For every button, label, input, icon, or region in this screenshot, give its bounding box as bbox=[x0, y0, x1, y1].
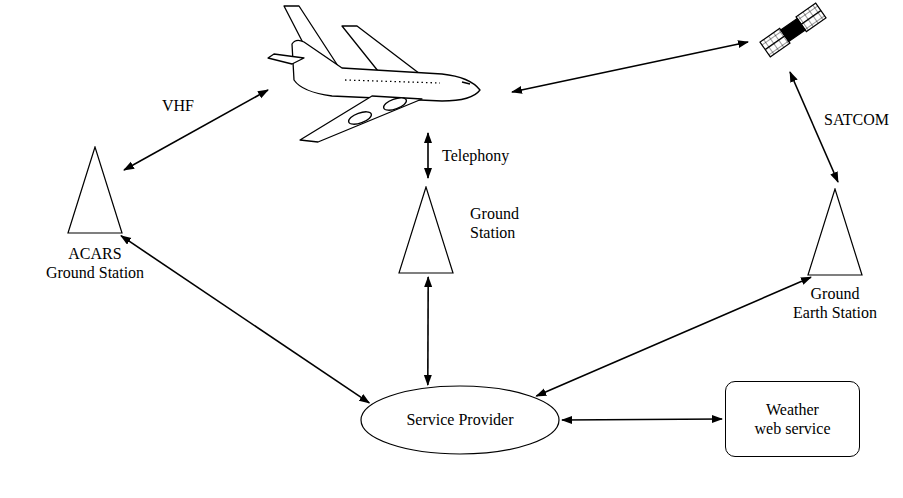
connector bbox=[427, 277, 429, 385]
node-text: Weather web service bbox=[753, 400, 833, 438]
ground-station-antenna: Ground Station bbox=[398, 186, 558, 274]
radio-link bbox=[124, 42, 838, 182]
link-label: SATCOM bbox=[822, 110, 891, 129]
satellite bbox=[760, 3, 826, 57]
link-label: Telephony bbox=[440, 146, 511, 165]
web-service-box: Weather web service bbox=[725, 381, 860, 457]
connector bbox=[536, 277, 811, 396]
antenna-triangle bbox=[807, 188, 863, 276]
station-label: Ground Station bbox=[470, 204, 540, 242]
link-label: VHF bbox=[160, 96, 196, 115]
station-label: Ground Earth Station bbox=[792, 284, 878, 322]
ground-station-antenna: ACARS Ground Station bbox=[44, 146, 146, 234]
connector bbox=[562, 419, 722, 420]
station-label: ACARS Ground Station bbox=[44, 244, 146, 282]
service-provider-ellipse: Service Provider bbox=[360, 385, 560, 455]
antenna-triangle bbox=[398, 186, 454, 274]
antenna-triangle bbox=[67, 146, 123, 234]
node-text: Service Provider bbox=[406, 410, 513, 429]
ground-station-antenna: Ground Earth Station bbox=[792, 188, 878, 276]
connector bbox=[121, 236, 369, 403]
airplane bbox=[268, 6, 480, 142]
